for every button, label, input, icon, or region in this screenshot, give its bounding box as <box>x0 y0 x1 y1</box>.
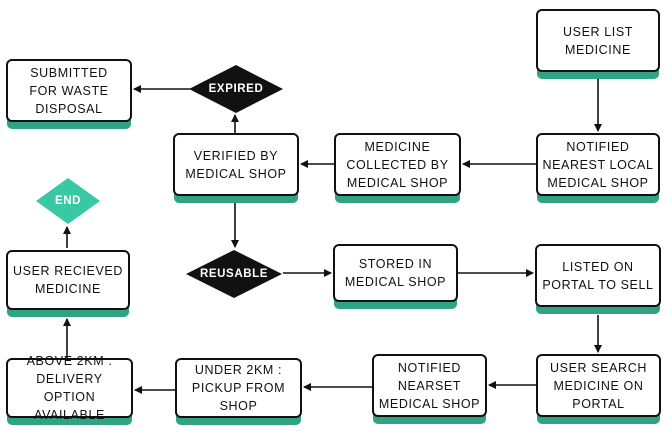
node-notified-nearest-local: NOTIFIED NEAREST LOCAL MEDICAL SHOP <box>536 133 660 196</box>
node-label: SUBMITTED FOR WASTE DISPOSAL <box>29 65 109 116</box>
node-label: NOTIFIED NEAREST LOCAL MEDICAL SHOP <box>542 139 654 190</box>
decision-label: END <box>54 195 82 207</box>
decision-label: EXPIRED <box>208 83 264 95</box>
node-label: NOTIFIED NEARSET MEDICAL SHOP <box>378 360 481 411</box>
node-label: VERIFIED BY MEDICAL SHOP <box>185 148 287 181</box>
diamond-shape <box>189 65 283 113</box>
node-user-search-medicine: USER SEARCH MEDICINE ON PORTAL <box>536 354 661 417</box>
decision-reusable: REUSABLE <box>185 249 283 299</box>
decision-expired: EXPIRED <box>188 64 284 114</box>
node-label: MEDICINE COLLECTED BY MEDICAL SHOP <box>346 139 449 190</box>
diamond-shape <box>36 178 100 224</box>
node-above-2km: ABOVE 2KM : DELIVERY OPTION AVAILABLE <box>6 354 133 422</box>
decision-end: END <box>35 177 101 225</box>
node-medicine-collected: MEDICINE COLLECTED BY MEDICAL SHOP <box>334 133 461 196</box>
node-stored-in-shop: STORED IN MEDICAL SHOP <box>333 244 458 302</box>
node-notified-nearset: NOTIFIED NEARSET MEDICAL SHOP <box>372 354 487 417</box>
node-user-received: USER RECIEVED MEDICINE <box>6 250 130 310</box>
decision-label: REUSABLE <box>199 268 269 280</box>
node-user-list-medicine: USER LIST MEDICINE <box>536 9 660 72</box>
node-verified-by-shop: VERIFIED BY MEDICAL SHOP <box>173 133 299 196</box>
node-label: LISTED ON PORTAL TO SELL <box>542 259 654 292</box>
node-label: UNDER 2KM : PICKUP FROM SHOP <box>191 363 286 413</box>
node-label: USER SEARCH MEDICINE ON PORTAL <box>550 360 647 411</box>
node-under-2km: UNDER 2KM : PICKUP FROM SHOP <box>175 358 302 418</box>
node-listed-on-portal: LISTED ON PORTAL TO SELL <box>535 244 661 307</box>
node-submitted-waste: SUBMITTED FOR WASTE DISPOSAL <box>6 59 132 122</box>
diamond-shape <box>186 250 282 298</box>
node-label: ABOVE 2KM : DELIVERY OPTION AVAILABLE <box>26 354 113 422</box>
node-label: USER RECIEVED MEDICINE <box>13 264 123 296</box>
node-label: STORED IN MEDICAL SHOP <box>344 257 447 289</box>
node-label: USER LIST MEDICINE <box>563 24 633 57</box>
